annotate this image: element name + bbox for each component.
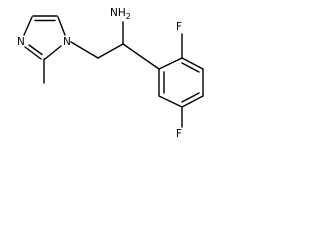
bond-n1-ch2: [70, 41, 99, 59]
bonds: [23, 15, 204, 128]
bond-ar5-ar6: [158, 95, 183, 108]
bond-c2-n1: [44, 45, 62, 60]
bond-ch-aryl: [122, 43, 160, 70]
bond-ar2-ar3: [181, 57, 204, 70]
amine-label: NH2: [110, 7, 131, 21]
imidazole-n3-label: N: [17, 36, 25, 48]
bond-ar2-ar3-double: [181, 62, 200, 73]
bond-c4-n3: [23, 16, 33, 36]
bond-ar4-ar5-double: [181, 92, 200, 103]
bond-ch2-ch: [97, 43, 124, 59]
bond-ar1-ar2: [158, 57, 183, 70]
bond-ar4-ar5: [181, 95, 204, 108]
fluorine-bottom-label: F: [176, 128, 182, 140]
molecule-structure-diagram: NH2 N N F F: [17, 7, 204, 140]
bond-c5-n1: [57, 16, 66, 36]
atom-labels: NH2 N N F F: [17, 7, 182, 140]
bond-n3-c2-double: [28, 44, 43, 56]
bond-n3-c2: [24, 46, 42, 60]
fluorine-top-label: F: [176, 21, 182, 33]
imidazole-n1-label: N: [63, 36, 71, 48]
